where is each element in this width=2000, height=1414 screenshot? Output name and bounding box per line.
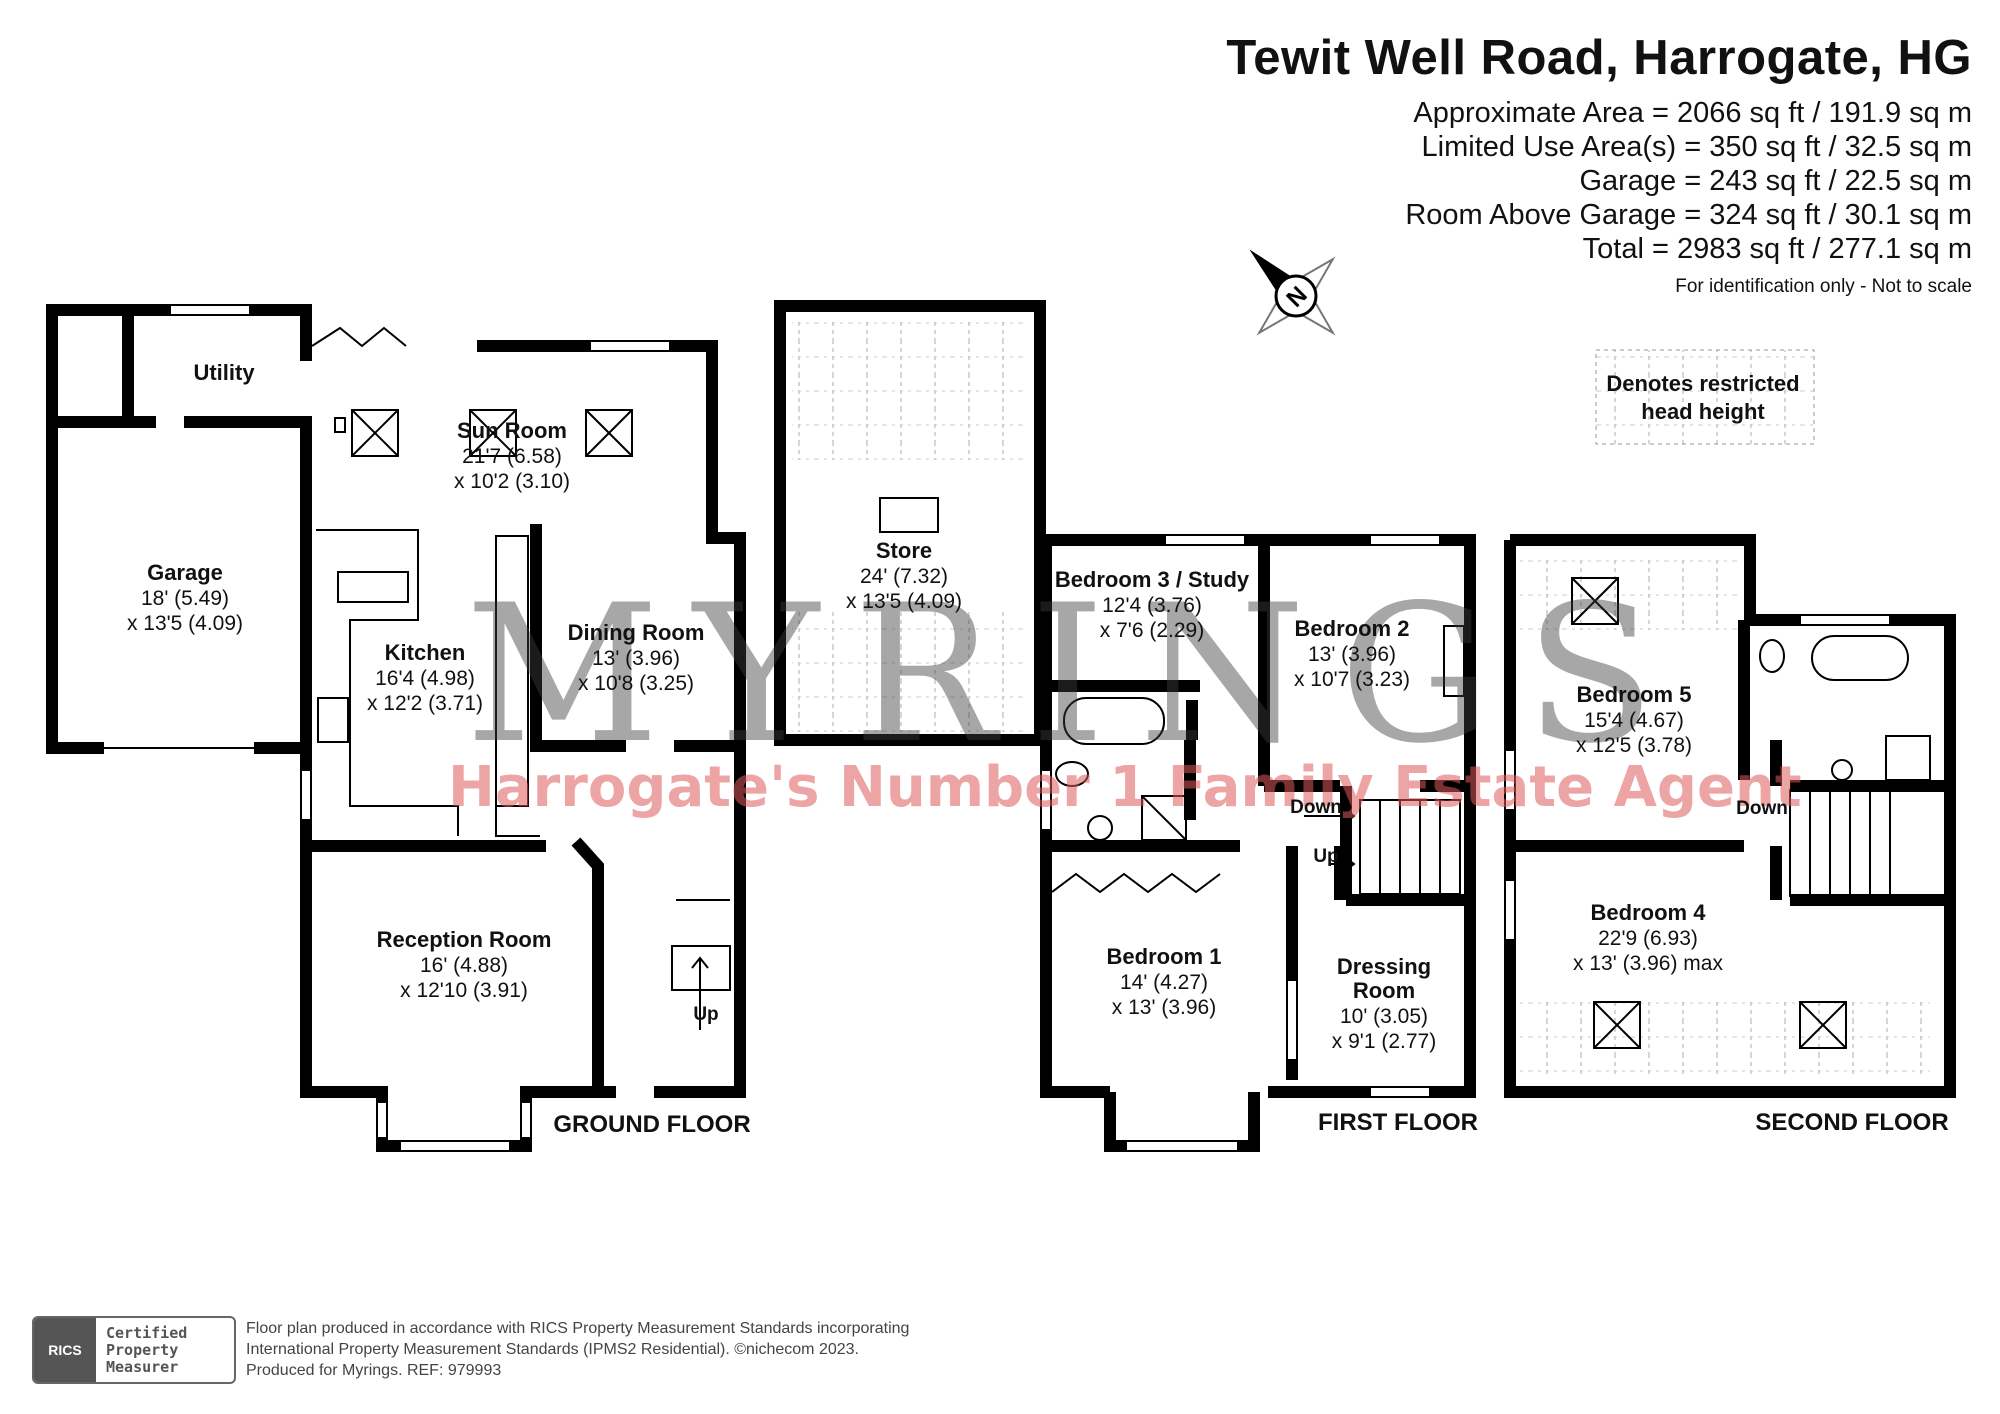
room-bed1-dim1: 14' (4.27) bbox=[1120, 971, 1208, 994]
legend-swatch bbox=[1595, 349, 1815, 445]
rics-logo-text: RICS bbox=[48, 1342, 82, 1358]
room-bed5-dim2: x 12'5 (3.78) bbox=[1576, 734, 1692, 757]
legend-label: Denotes restricted head height bbox=[1588, 370, 1818, 426]
store-walls bbox=[774, 300, 1046, 746]
restricted-area-bed5 bbox=[1520, 556, 1738, 630]
restricted-area-bed4 bbox=[1520, 998, 1930, 1074]
room-dressing-name1: Dressing bbox=[1337, 954, 1431, 979]
room-reception-dim1: 16' (4.88) bbox=[420, 954, 508, 977]
sun-room-skylights bbox=[351, 409, 633, 457]
room-utility-name: Utility bbox=[193, 360, 255, 385]
room-dressing-dim1: 10' (3.05) bbox=[1340, 1005, 1428, 1028]
room-reception-dim2: x 12'10 (3.91) bbox=[400, 979, 528, 1002]
room-dining-dim2: x 10'8 (3.25) bbox=[578, 672, 694, 695]
room-bed3-dim1: 12'4 (3.76) bbox=[1102, 594, 1202, 617]
store-stairs bbox=[879, 497, 939, 533]
area-limited-use: Limited Use Area(s) = 350 sq ft / 32.5 s… bbox=[1421, 131, 1972, 163]
first-stairs-down-label: Down bbox=[1290, 797, 1342, 818]
kitchen-units bbox=[316, 529, 540, 837]
room-reception-name: Reception Room bbox=[377, 927, 552, 952]
room-bed1-name: Bedroom 1 bbox=[1107, 944, 1222, 969]
room-bed2-dim1: 13' (3.96) bbox=[1308, 643, 1396, 666]
rics-logo-icon: RICS bbox=[34, 1318, 96, 1382]
room-sunroom-dim1: 21'7 (6.58) bbox=[462, 445, 562, 468]
room-garage-name: Garage bbox=[147, 560, 223, 585]
room-bed1-dim2: x 13' (3.96) bbox=[1112, 996, 1216, 1019]
room-dining-name: Dining Room bbox=[568, 620, 705, 645]
footer-line-2: International Property Measurement Stand… bbox=[246, 1341, 859, 1358]
room-store-name: Store bbox=[876, 538, 932, 563]
area-approximate: Approximate Area = 2066 sq ft / 191.9 sq… bbox=[1413, 97, 1972, 129]
first-stairs-up-label: Up bbox=[1313, 846, 1338, 867]
ground-floor-windows bbox=[169, 304, 671, 1152]
area-summary: Approximate Area = 2066 sq ft / 191.9 sq… bbox=[1405, 96, 1972, 266]
room-bed2-dim2: x 10'7 (3.23) bbox=[1294, 668, 1410, 691]
second-floor-label: SECOND FLOOR bbox=[1755, 1109, 1948, 1136]
room-bed5-name: Bedroom 5 bbox=[1577, 682, 1692, 707]
badge-line-3: Measurer bbox=[106, 1357, 179, 1376]
ground-stairs bbox=[671, 899, 731, 1030]
room-kitchen-dim1: 16'4 (4.98) bbox=[375, 667, 475, 690]
reception-bay bbox=[376, 1092, 532, 1152]
room-garage-dim2: x 13'5 (4.09) bbox=[127, 612, 243, 635]
ground-stairs-up-label: Up bbox=[693, 1004, 718, 1025]
second-skylights bbox=[1571, 577, 1931, 1049]
room-kitchen-name: Kitchen bbox=[385, 640, 466, 665]
room-dressing-dim2: x 9'1 (2.77) bbox=[1332, 1030, 1436, 1053]
first-stairs bbox=[1304, 799, 1461, 895]
folding-door bbox=[311, 326, 407, 348]
area-total: Total = 2983 sq ft / 277.1 sq m bbox=[1582, 233, 1972, 265]
rics-badge-text: Certified Property Measurer bbox=[96, 1323, 188, 1376]
room-dressing-name2: Room bbox=[1353, 978, 1415, 1003]
room-bed4-dim2: x 13' (3.96) max bbox=[1573, 952, 1723, 975]
footer-text: Floor plan produced in accordance with R… bbox=[246, 1318, 909, 1381]
restricted-area-store-bottom bbox=[792, 612, 1028, 732]
compass-icon: N bbox=[1249, 249, 1336, 336]
ground-floor-walls bbox=[46, 304, 746, 1098]
room-store-dim2: x 13'5 (4.09) bbox=[846, 590, 962, 613]
area-garage: Garage = 243 sq ft / 22.5 sq m bbox=[1579, 165, 1972, 197]
ground-floor-label: GROUND FLOOR bbox=[553, 1111, 750, 1138]
bed1-bay bbox=[1104, 1092, 1260, 1152]
room-bed2-name: Bedroom 2 bbox=[1295, 616, 1410, 641]
watermark-name: MYRINGS bbox=[465, 564, 1689, 785]
second-floor-windows bbox=[1504, 614, 1891, 941]
room-sunroom-dim2: x 10'2 (3.10) bbox=[454, 470, 570, 493]
footer-line-1: Floor plan produced in accordance with R… bbox=[246, 1320, 910, 1337]
rics-badge: RICS Certified Property Measurer bbox=[32, 1316, 236, 1384]
second-stairs-down-label: Down bbox=[1736, 798, 1788, 819]
room-bed3-dim2: x 7'6 (2.29) bbox=[1100, 619, 1204, 642]
room-kitchen-dim2: x 12'2 (3.71) bbox=[367, 692, 483, 715]
room-bed4-name: Bedroom 4 bbox=[1591, 900, 1707, 925]
page-title: Tewit Well Road, Harrogate, HG bbox=[1226, 31, 1972, 85]
second-stairs bbox=[1789, 789, 1891, 897]
room-bed3-name: Bedroom 3 / Study bbox=[1055, 567, 1250, 592]
badge-line-1: Certified bbox=[106, 1323, 188, 1342]
first-floor-label: FIRST FLOOR bbox=[1318, 1109, 1478, 1136]
wardrobe bbox=[1051, 872, 1221, 894]
badge-line-2: Property bbox=[106, 1340, 179, 1359]
watermark-tagline: Harrogate's Number 1 Family Estate Agent bbox=[448, 755, 1802, 820]
legend-line-2: head height bbox=[1641, 399, 1765, 424]
disclaimer-note: For identification only - Not to scale bbox=[1675, 276, 1972, 297]
restricted-area-store-top bbox=[792, 318, 1028, 460]
room-garage-dim1: 18' (5.49) bbox=[141, 587, 229, 610]
first-floor-windows bbox=[1040, 534, 1441, 1152]
legend-line-1: Denotes restricted bbox=[1606, 371, 1800, 396]
room-store-dim1: 24' (7.32) bbox=[860, 565, 948, 588]
first-bathroom-fixtures bbox=[1055, 625, 1465, 841]
footer-line-3: Produced for Myrings. REF: 979993 bbox=[246, 1362, 502, 1379]
room-dining-dim1: 13' (3.96) bbox=[592, 647, 680, 670]
room-bed5-dim1: 15'4 (4.67) bbox=[1584, 709, 1684, 732]
second-floor-walls bbox=[1504, 534, 1956, 1098]
area-room-above-garage: Room Above Garage = 324 sq ft / 30.1 sq … bbox=[1405, 199, 1972, 231]
room-sunroom-name: Sun Room bbox=[457, 418, 567, 443]
room-bed4-dim1: 22'9 (6.93) bbox=[1598, 927, 1698, 950]
